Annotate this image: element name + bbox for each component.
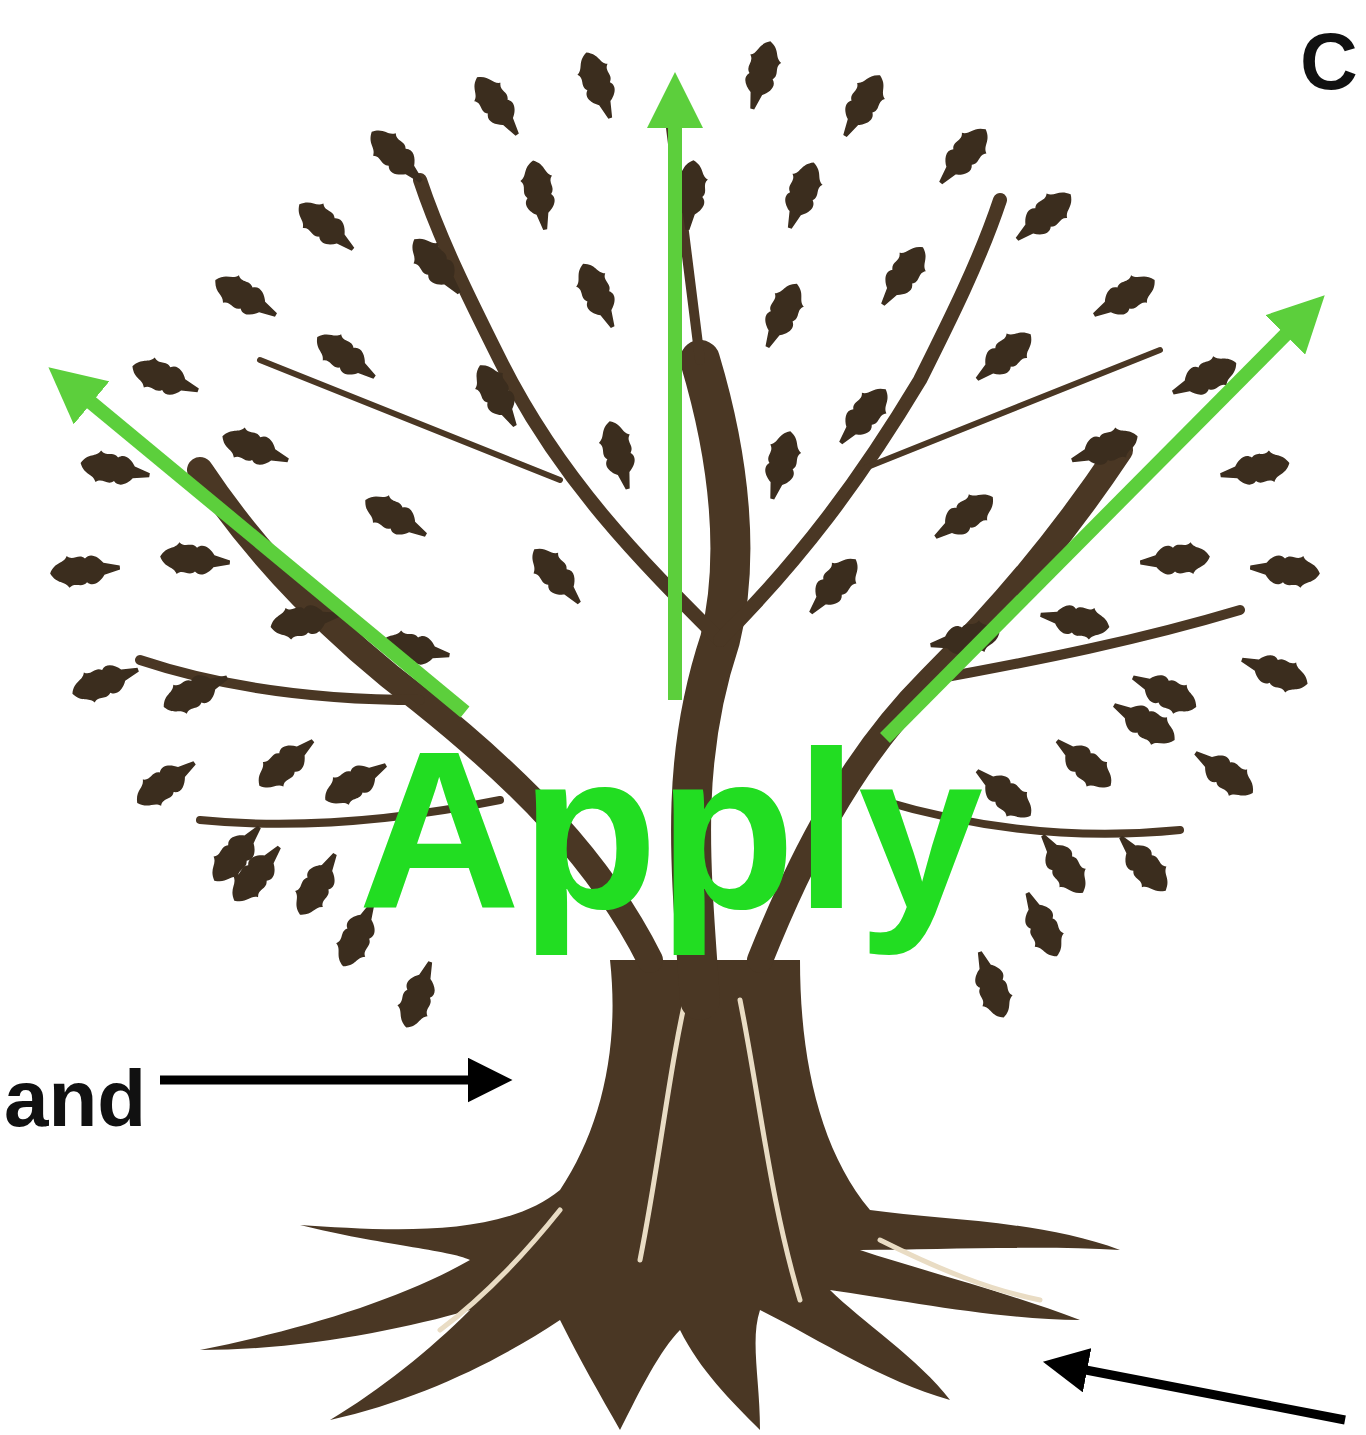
stage-label: Apply	[358, 718, 983, 943]
tree-leaves	[49, 37, 1321, 1033]
tree-branches	[140, 120, 1240, 1000]
tree-trunk	[200, 960, 1120, 1430]
green-arrows	[70, 100, 1305, 738]
cut-label: and	[4, 1059, 146, 1139]
black-arrows	[160, 1080, 1345, 1420]
cut-label: C	[1300, 22, 1358, 102]
